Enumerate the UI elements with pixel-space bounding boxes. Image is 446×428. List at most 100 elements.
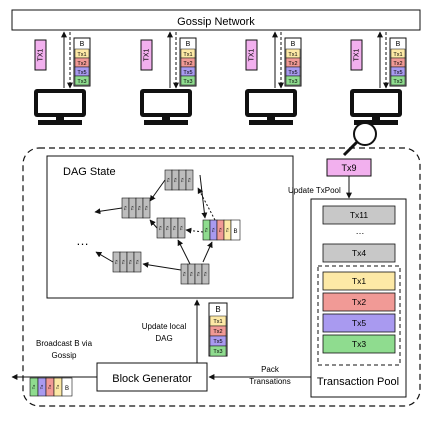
svg-text:B: B	[233, 229, 237, 235]
block-tx-label: Tx2	[77, 61, 86, 67]
dag-edge	[202, 241, 213, 263]
block-tx-row	[74, 75, 90, 86]
selected-tx-box: Tx5	[322, 313, 396, 333]
update-dag-label-line1: Update local	[142, 322, 187, 331]
tx-tag	[350, 39, 363, 71]
svg-text:Tx: Tx	[204, 228, 209, 232]
svg-text:Tx: Tx	[39, 385, 44, 389]
tx-tag	[34, 39, 47, 71]
dag-edge	[177, 239, 191, 265]
magnifier-icon	[342, 122, 377, 157]
svg-text:Tx: Tx	[180, 178, 185, 182]
svg-text:Tx: Tx	[172, 226, 177, 230]
tx-tag	[140, 39, 153, 71]
svg-text:Tx: Tx	[121, 260, 126, 264]
pack-label-line1: Pack	[261, 365, 280, 374]
svg-text:Tx: Tx	[173, 178, 178, 182]
svg-text:Tx: Tx	[211, 228, 216, 232]
computer-icon	[140, 89, 192, 125]
svg-text:Tx: Tx	[187, 178, 192, 182]
svg-text:Tx1: Tx1	[352, 276, 366, 286]
svg-text:Tx: Tx	[128, 260, 133, 264]
update-txpool-label: Update TxPool	[288, 186, 341, 195]
svg-text:Tx: Tx	[158, 226, 163, 230]
selected-tx-box: Tx3	[322, 334, 396, 354]
svg-text:Tx: Tx	[135, 260, 140, 264]
svg-text:Tx: Tx	[114, 260, 119, 264]
generated-block-label: B	[215, 305, 220, 314]
dag-edge	[95, 251, 114, 263]
tx-tag-label: TX1	[353, 48, 360, 61]
selected-tx-box: Tx2	[322, 292, 396, 312]
dag-edge	[149, 179, 166, 202]
block-tx-label: Tx5	[393, 70, 402, 76]
generated-block-tx: Tx5	[213, 339, 222, 345]
tx-tag-label: TX1	[248, 48, 255, 61]
block-tx-label: Tx1	[183, 52, 192, 58]
block-tx-label: Tx5	[183, 70, 192, 76]
generated-block-tx: Tx2	[213, 329, 222, 335]
computer-icon	[34, 89, 86, 125]
block-tx-label: Tx5	[288, 70, 297, 76]
pack-label-line2: Transations	[249, 377, 291, 386]
svg-text:Tx: Tx	[31, 385, 36, 389]
dag-edge-new	[185, 227, 204, 234]
block-b-label: B	[186, 41, 191, 48]
block-tx-label: Tx5	[77, 70, 86, 76]
block-b-label: B	[396, 41, 401, 48]
node-row: TX1BTx1Tx2Tx5Tx3TX1BTx1Tx2Tx5Tx3TX1BTx1T…	[34, 31, 407, 125]
dag-edge	[199, 174, 208, 219]
svg-text:Tx: Tx	[123, 206, 128, 210]
block-tx-label: Tx2	[183, 61, 192, 67]
block-tx-row	[180, 75, 196, 86]
svg-text:Tx: Tx	[130, 206, 135, 210]
block-tx-label: Tx3	[183, 79, 192, 85]
block-tx-label: Tx1	[393, 52, 402, 58]
pool-tx-box: Tx11	[322, 205, 396, 225]
tx-tag	[245, 39, 258, 71]
computer-icon	[245, 89, 297, 125]
block-tx-row	[390, 75, 406, 86]
block-tx-label: Tx3	[393, 79, 402, 85]
svg-text:Tx: Tx	[179, 226, 184, 230]
gossip-network-bar	[11, 9, 421, 31]
svg-text:Tx: Tx	[47, 385, 52, 389]
svg-text:Tx5: Tx5	[352, 318, 366, 328]
block-tx-row	[285, 75, 301, 86]
tx-tag-label: TX1	[143, 48, 150, 61]
transaction-pool-label: Transaction Pool	[317, 376, 399, 388]
svg-text:Tx: Tx	[182, 272, 187, 276]
svg-text:Tx: Tx	[203, 272, 208, 276]
block-generator-label: Block Generator	[112, 373, 192, 385]
svg-text:Tx: Tx	[196, 272, 201, 276]
dag-edge	[94, 207, 123, 215]
svg-text:Tx3: Tx3	[352, 339, 366, 349]
gossip-network-label: Gossip Network	[177, 16, 255, 28]
block-tx-label: Tx2	[288, 61, 297, 67]
svg-text:Tx11: Tx11	[350, 210, 369, 220]
block-tx-label: Tx1	[77, 52, 86, 58]
generated-block-tx: Tx3	[213, 349, 222, 355]
node-internal-boundary	[22, 147, 421, 407]
dag-ellipsis: …	[76, 233, 89, 248]
svg-text:Tx: Tx	[144, 206, 149, 210]
pool-ellipsis: …	[356, 226, 365, 236]
incoming-tx-label: Tx9	[341, 163, 356, 173]
dag-state-title: DAG State	[63, 166, 116, 178]
broadcast-label-line1: Broadcast B via	[36, 339, 93, 348]
